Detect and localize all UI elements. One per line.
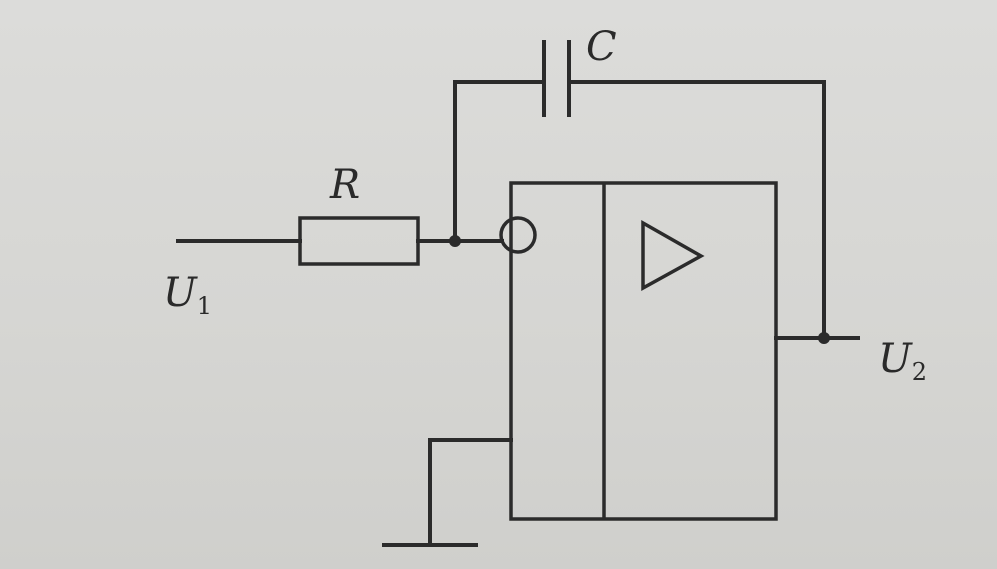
feedback-wire-left xyxy=(453,80,546,243)
feedback-wire-right xyxy=(567,80,826,340)
input-voltage-label: U1 xyxy=(163,270,212,320)
capacitor-label: C xyxy=(586,24,617,70)
op-amp-body xyxy=(509,181,778,521)
resistor-label: R xyxy=(329,162,360,208)
resistor xyxy=(298,216,420,266)
op-amp-triangle-icon xyxy=(641,219,705,291)
output-voltage-label: U2 xyxy=(878,336,927,386)
inverting-input-circle xyxy=(499,216,537,254)
ground-wire xyxy=(428,438,513,547)
output-junction-dot xyxy=(818,332,830,344)
